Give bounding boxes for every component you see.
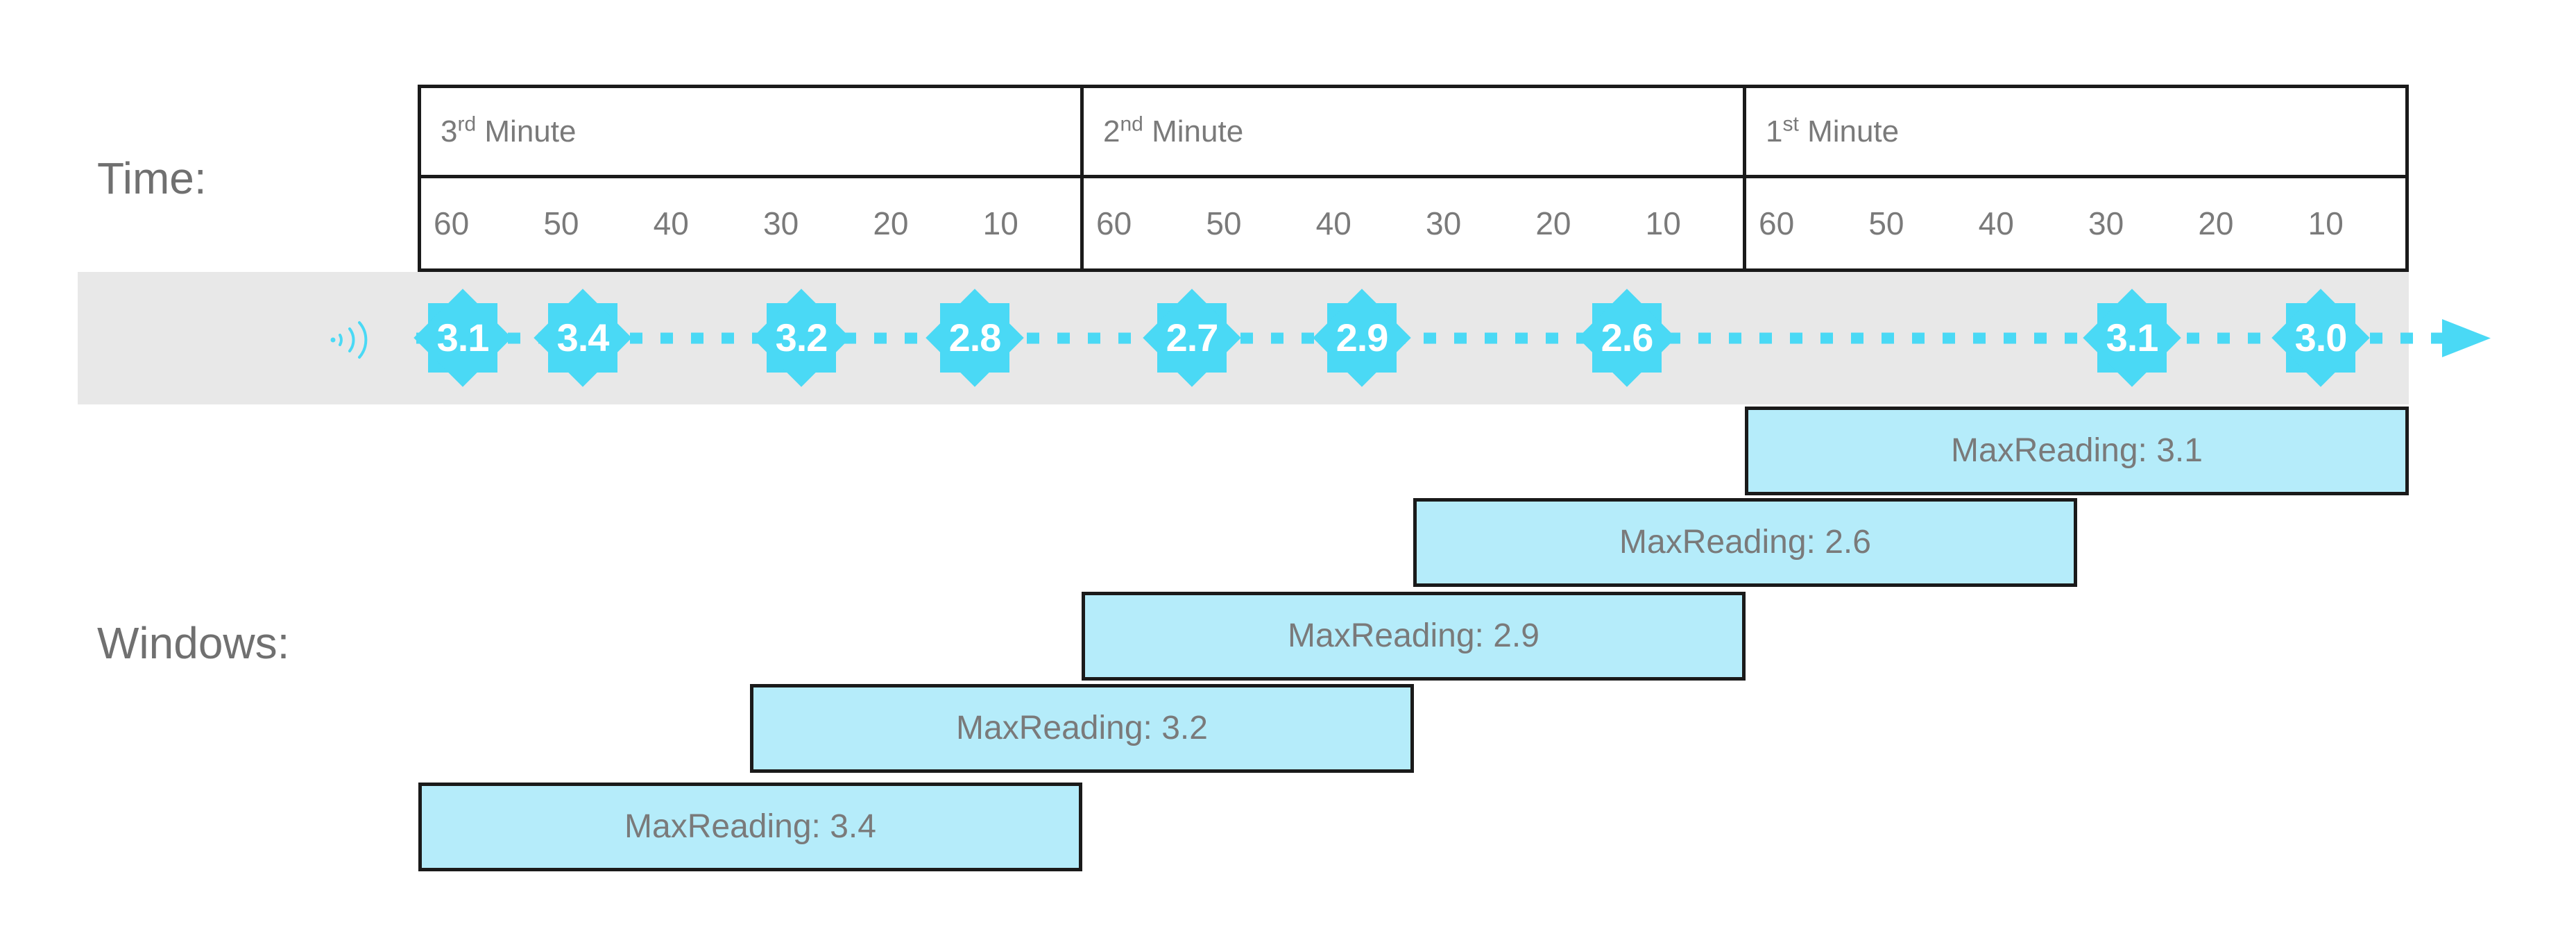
time-axis-ticks-row: 60 50 40 30 20 10 60 50 40 30 20 10 60 50 40 30 20 10 bbox=[421, 178, 2405, 268]
minute-word: Minute bbox=[484, 114, 577, 148]
axis-tick-label: 20 bbox=[873, 205, 909, 241]
event-value-label: 3.1 bbox=[436, 316, 490, 359]
event-value-label: 2.6 bbox=[1601, 316, 1654, 359]
minute-ordinal-number: 3 bbox=[441, 114, 458, 148]
axis-tick-label: 40 bbox=[653, 205, 689, 241]
tick-group: 60 50 40 30 20 10 bbox=[1746, 178, 2405, 268]
minute-ordinal-suffix: st bbox=[1782, 112, 1799, 135]
event-marker[interactable]: 3.1 bbox=[413, 289, 512, 387]
axis-tick-label: 10 bbox=[1645, 205, 1681, 241]
event-marker[interactable]: 3.1 bbox=[2083, 289, 2181, 387]
axis-tick-label: 40 bbox=[1315, 205, 1351, 241]
minute-word: Minute bbox=[1807, 114, 1900, 148]
axis-tick-label: 50 bbox=[543, 205, 579, 241]
axis-tick-label: 40 bbox=[1978, 205, 2014, 241]
window-bar-label: MaxReading: 3.2 bbox=[956, 710, 1208, 746]
axis-tick-label: 10 bbox=[982, 205, 1018, 241]
axis-tick-label: 30 bbox=[1425, 205, 1462, 241]
event-value-label: 2.8 bbox=[948, 316, 1002, 359]
event-value-label: 2.9 bbox=[1336, 316, 1389, 359]
event-marker[interactable]: 3.2 bbox=[752, 289, 851, 387]
axis-tick-label: 60 bbox=[1759, 205, 1795, 241]
axis-tick-label: 50 bbox=[1206, 205, 1242, 241]
minute-title: 1st Minute bbox=[1746, 113, 1900, 148]
windows-row-label: Windows: bbox=[97, 618, 290, 668]
event-marker[interactable]: 2.9 bbox=[1313, 289, 1411, 387]
window-bar-label: MaxReading: 3.1 bbox=[1951, 432, 2203, 469]
window-bar[interactable]: MaxReading: 3.1 bbox=[1745, 407, 2409, 495]
signal-broadcast-icon bbox=[330, 321, 368, 359]
window-bar-label: MaxReading: 2.6 bbox=[1619, 524, 1871, 561]
minute-header-cell: 3rd Minute bbox=[421, 88, 1084, 175]
minute-title: 2nd Minute bbox=[1084, 113, 1244, 148]
minute-ordinal-suffix: nd bbox=[1120, 112, 1143, 135]
axis-tick-label: 60 bbox=[1096, 205, 1132, 241]
minute-ticks-cell: 60 50 40 30 20 10 bbox=[1746, 178, 2405, 268]
time-row-label: Time: bbox=[97, 153, 207, 203]
event-marker[interactable]: 2.7 bbox=[1143, 289, 1241, 387]
minute-ordinal-suffix: rd bbox=[457, 112, 477, 135]
window-bar-label: MaxReading: 2.9 bbox=[1288, 617, 1539, 654]
event-value-label: 3.4 bbox=[556, 316, 610, 359]
event-value-label: 3.1 bbox=[2106, 316, 2159, 359]
event-marker[interactable]: 2.8 bbox=[926, 289, 1024, 387]
window-bar[interactable]: MaxReading: 3.4 bbox=[418, 783, 1082, 871]
axis-tick-label: 30 bbox=[762, 205, 799, 241]
axis-tick-label: 60 bbox=[434, 205, 470, 241]
minute-ordinal-number: 2 bbox=[1103, 114, 1120, 148]
tick-group: 60 50 40 30 20 10 bbox=[421, 178, 1080, 268]
axis-tick-label: 30 bbox=[2088, 205, 2124, 241]
events-layer: 3.1 3.4 3.2 2.8 2.7 2.9 2.6 3.1 3.0 bbox=[0, 272, 2576, 404]
axis-tick-label: 20 bbox=[2198, 205, 2234, 241]
minute-title: 3rd Minute bbox=[421, 113, 577, 148]
minute-ticks-cell: 60 50 40 30 20 10 bbox=[1084, 178, 1746, 268]
tick-group: 60 50 40 30 20 10 bbox=[1084, 178, 1743, 268]
event-value-label: 3.2 bbox=[775, 316, 828, 359]
window-bar[interactable]: MaxReading: 2.9 bbox=[1082, 592, 1746, 681]
window-bar-label: MaxReading: 3.4 bbox=[624, 808, 876, 845]
minute-header-cell: 2nd Minute bbox=[1084, 88, 1746, 175]
event-marker[interactable]: 3.0 bbox=[2271, 289, 2370, 387]
minute-header-cell: 1st Minute bbox=[1746, 88, 2405, 175]
event-value-label: 3.0 bbox=[2294, 316, 2348, 359]
minute-ticks-cell: 60 50 40 30 20 10 bbox=[421, 178, 1084, 268]
event-value-label: 2.7 bbox=[1166, 316, 1219, 359]
minute-ordinal-number: 1 bbox=[1766, 114, 1783, 148]
event-marker[interactable]: 2.6 bbox=[1578, 289, 1676, 387]
window-bar[interactable]: MaxReading: 3.2 bbox=[750, 684, 1414, 773]
window-bar[interactable]: MaxReading: 2.6 bbox=[1413, 498, 2077, 587]
axis-tick-label: 50 bbox=[1868, 205, 1904, 241]
minute-word: Minute bbox=[1152, 114, 1244, 148]
axis-tick-label: 20 bbox=[1535, 205, 1571, 241]
event-marker[interactable]: 3.4 bbox=[534, 289, 632, 387]
axis-tick-label: 10 bbox=[2308, 205, 2344, 241]
